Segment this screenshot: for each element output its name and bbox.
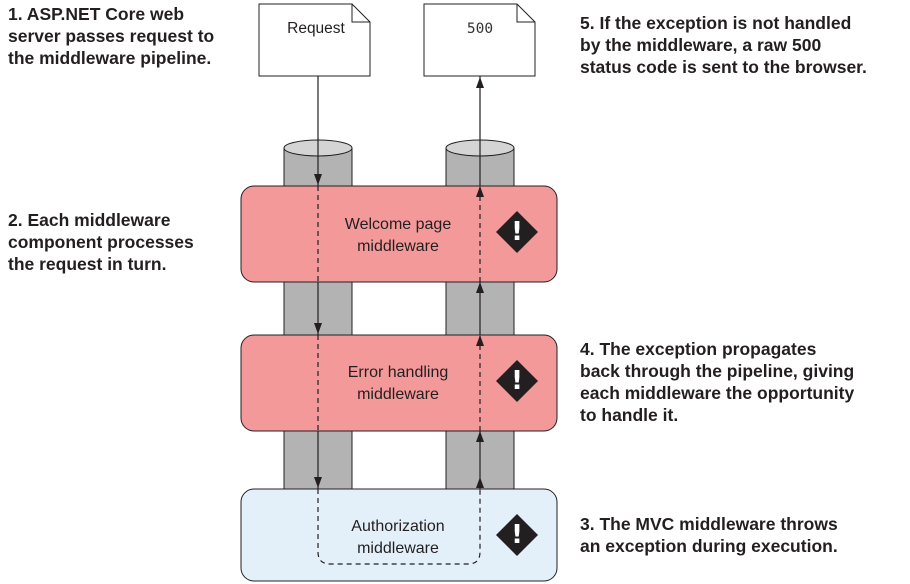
warning-diamond-icon [496, 211, 538, 253]
exception-turnaround-path [317, 489, 481, 565]
warning-diamond-icon [496, 360, 538, 402]
request-arrowheads [314, 174, 322, 488]
step-4-annotation: 4. The exception propagates back through… [580, 339, 855, 425]
response-500-document [423, 3, 536, 77]
request-document [258, 3, 371, 77]
step-1-annotation: 1. ASP.NET Core web server passes reques… [8, 4, 215, 68]
authorization-middleware-box [240, 488, 558, 582]
authorization-middleware-label: Authorization middleware [351, 518, 445, 557]
error-handling-middleware-box [240, 334, 558, 432]
welcome-page-middleware-label: Welcome page middleware [344, 216, 452, 255]
exclamation-icon: ! [511, 520, 523, 550]
warning-diamond-icon [496, 514, 538, 556]
step-5-annotation: 5. If the exception is not handled by th… [580, 13, 867, 77]
welcome-page-middleware-box [240, 185, 558, 283]
exclamation-icon: ! [511, 366, 523, 396]
response-arrowheads [476, 77, 484, 488]
exclamation-icon: ! [511, 217, 523, 247]
error-handling-middleware-label: Error handling middleware [347, 364, 449, 403]
status-500-document-label: 500 [466, 21, 494, 37]
request-document-label: Request [287, 20, 345, 37]
step-3-annotation: 3. The MVC middleware throws an exceptio… [580, 514, 838, 556]
step-2-annotation: 2. Each middleware component processes t… [8, 210, 194, 274]
